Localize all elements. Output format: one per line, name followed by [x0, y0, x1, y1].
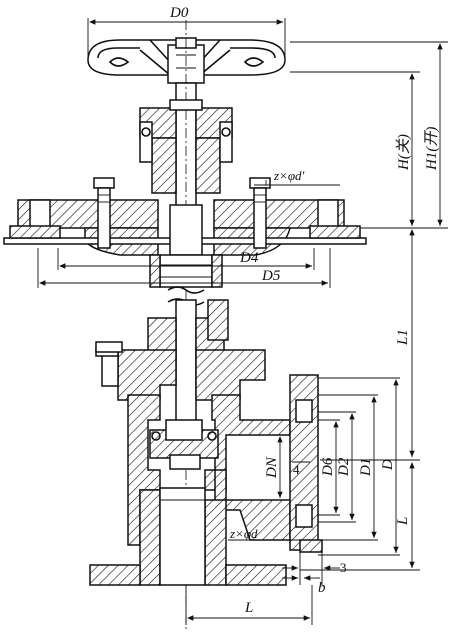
- label-L-bottom: L: [244, 600, 253, 616]
- side-flange: [289, 374, 323, 553]
- dim-D5: [37, 248, 331, 288]
- label-L-side: L: [395, 517, 411, 526]
- label-D0: D0: [169, 5, 189, 21]
- dim-3-b: [282, 552, 340, 585]
- dim-H-H1: [290, 41, 448, 229]
- label-D1: D1: [358, 458, 374, 477]
- label-b: b: [318, 580, 326, 596]
- dim-bolt-top: [254, 180, 340, 186]
- label-D: D: [380, 459, 396, 471]
- disc-and-seat: [149, 419, 219, 470]
- packing-gland: [139, 99, 233, 194]
- label-bolt-top: z×φd′: [273, 168, 305, 183]
- label-L1: L1: [395, 329, 411, 346]
- side-bolt: [95, 341, 123, 353]
- label-H1-open: H1(开): [424, 127, 440, 171]
- label-H-close: H(关): [395, 134, 412, 171]
- label-3: 3: [340, 560, 347, 575]
- label-DN: DN: [264, 456, 280, 479]
- top-bolts: [93, 177, 271, 249]
- lower-stem: [175, 299, 197, 431]
- dim-D0: [87, 18, 286, 58]
- label-4: 4: [293, 462, 300, 477]
- label-bolt-bottom: z×φd: [229, 526, 258, 541]
- dim-DN-D6-D2-D1-D: [226, 377, 400, 556]
- dim-L-bottom: [185, 585, 313, 625]
- dim-D4: [57, 248, 315, 270]
- label-D4: D4: [239, 250, 259, 266]
- handwheel: [87, 37, 286, 84]
- stem-coupling: [149, 204, 223, 288]
- label-D5: D5: [261, 268, 281, 284]
- valve-body: [89, 394, 291, 586]
- dim-L-side: [300, 462, 420, 571]
- label-D6: D6: [320, 457, 336, 477]
- label-D2: D2: [336, 457, 352, 477]
